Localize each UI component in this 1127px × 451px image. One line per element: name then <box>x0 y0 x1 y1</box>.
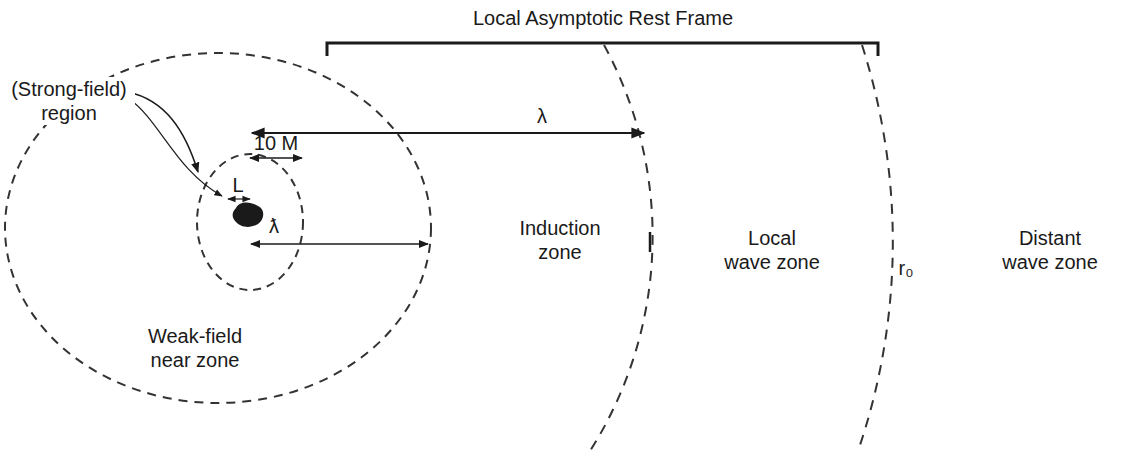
induction-boundary <box>590 45 653 451</box>
size-label: L <box>232 173 243 197</box>
leader-line <box>128 92 198 172</box>
frame-bracket <box>327 43 878 56</box>
scale-arrow <box>250 157 302 159</box>
size-arrow <box>228 198 250 199</box>
zone-label: Local wave zone <box>722 226 822 274</box>
source-body <box>233 203 264 227</box>
reduced-wavelength-arrow <box>251 243 428 245</box>
wavelength-label: λ <box>537 104 547 128</box>
zone-label: Induction zone <box>510 216 610 264</box>
scale-label: 10 M <box>254 131 298 155</box>
leader-line <box>128 98 222 196</box>
strong-field-boundary <box>197 154 303 290</box>
radius-label: r₀ <box>897 256 916 280</box>
frame-title: Local Asymptotic Rest Frame <box>473 6 733 30</box>
zone-label: Weak-field near zone <box>140 324 250 372</box>
zone-label: Distant wave zone <box>1000 226 1100 274</box>
wavelength-arrow <box>252 132 644 134</box>
reduced-wavelength-label: ƛ <box>269 214 279 238</box>
region-label: (Strong-field) region <box>3 77 135 125</box>
wave-zone-boundary <box>858 45 893 451</box>
tick-mark <box>649 232 652 252</box>
